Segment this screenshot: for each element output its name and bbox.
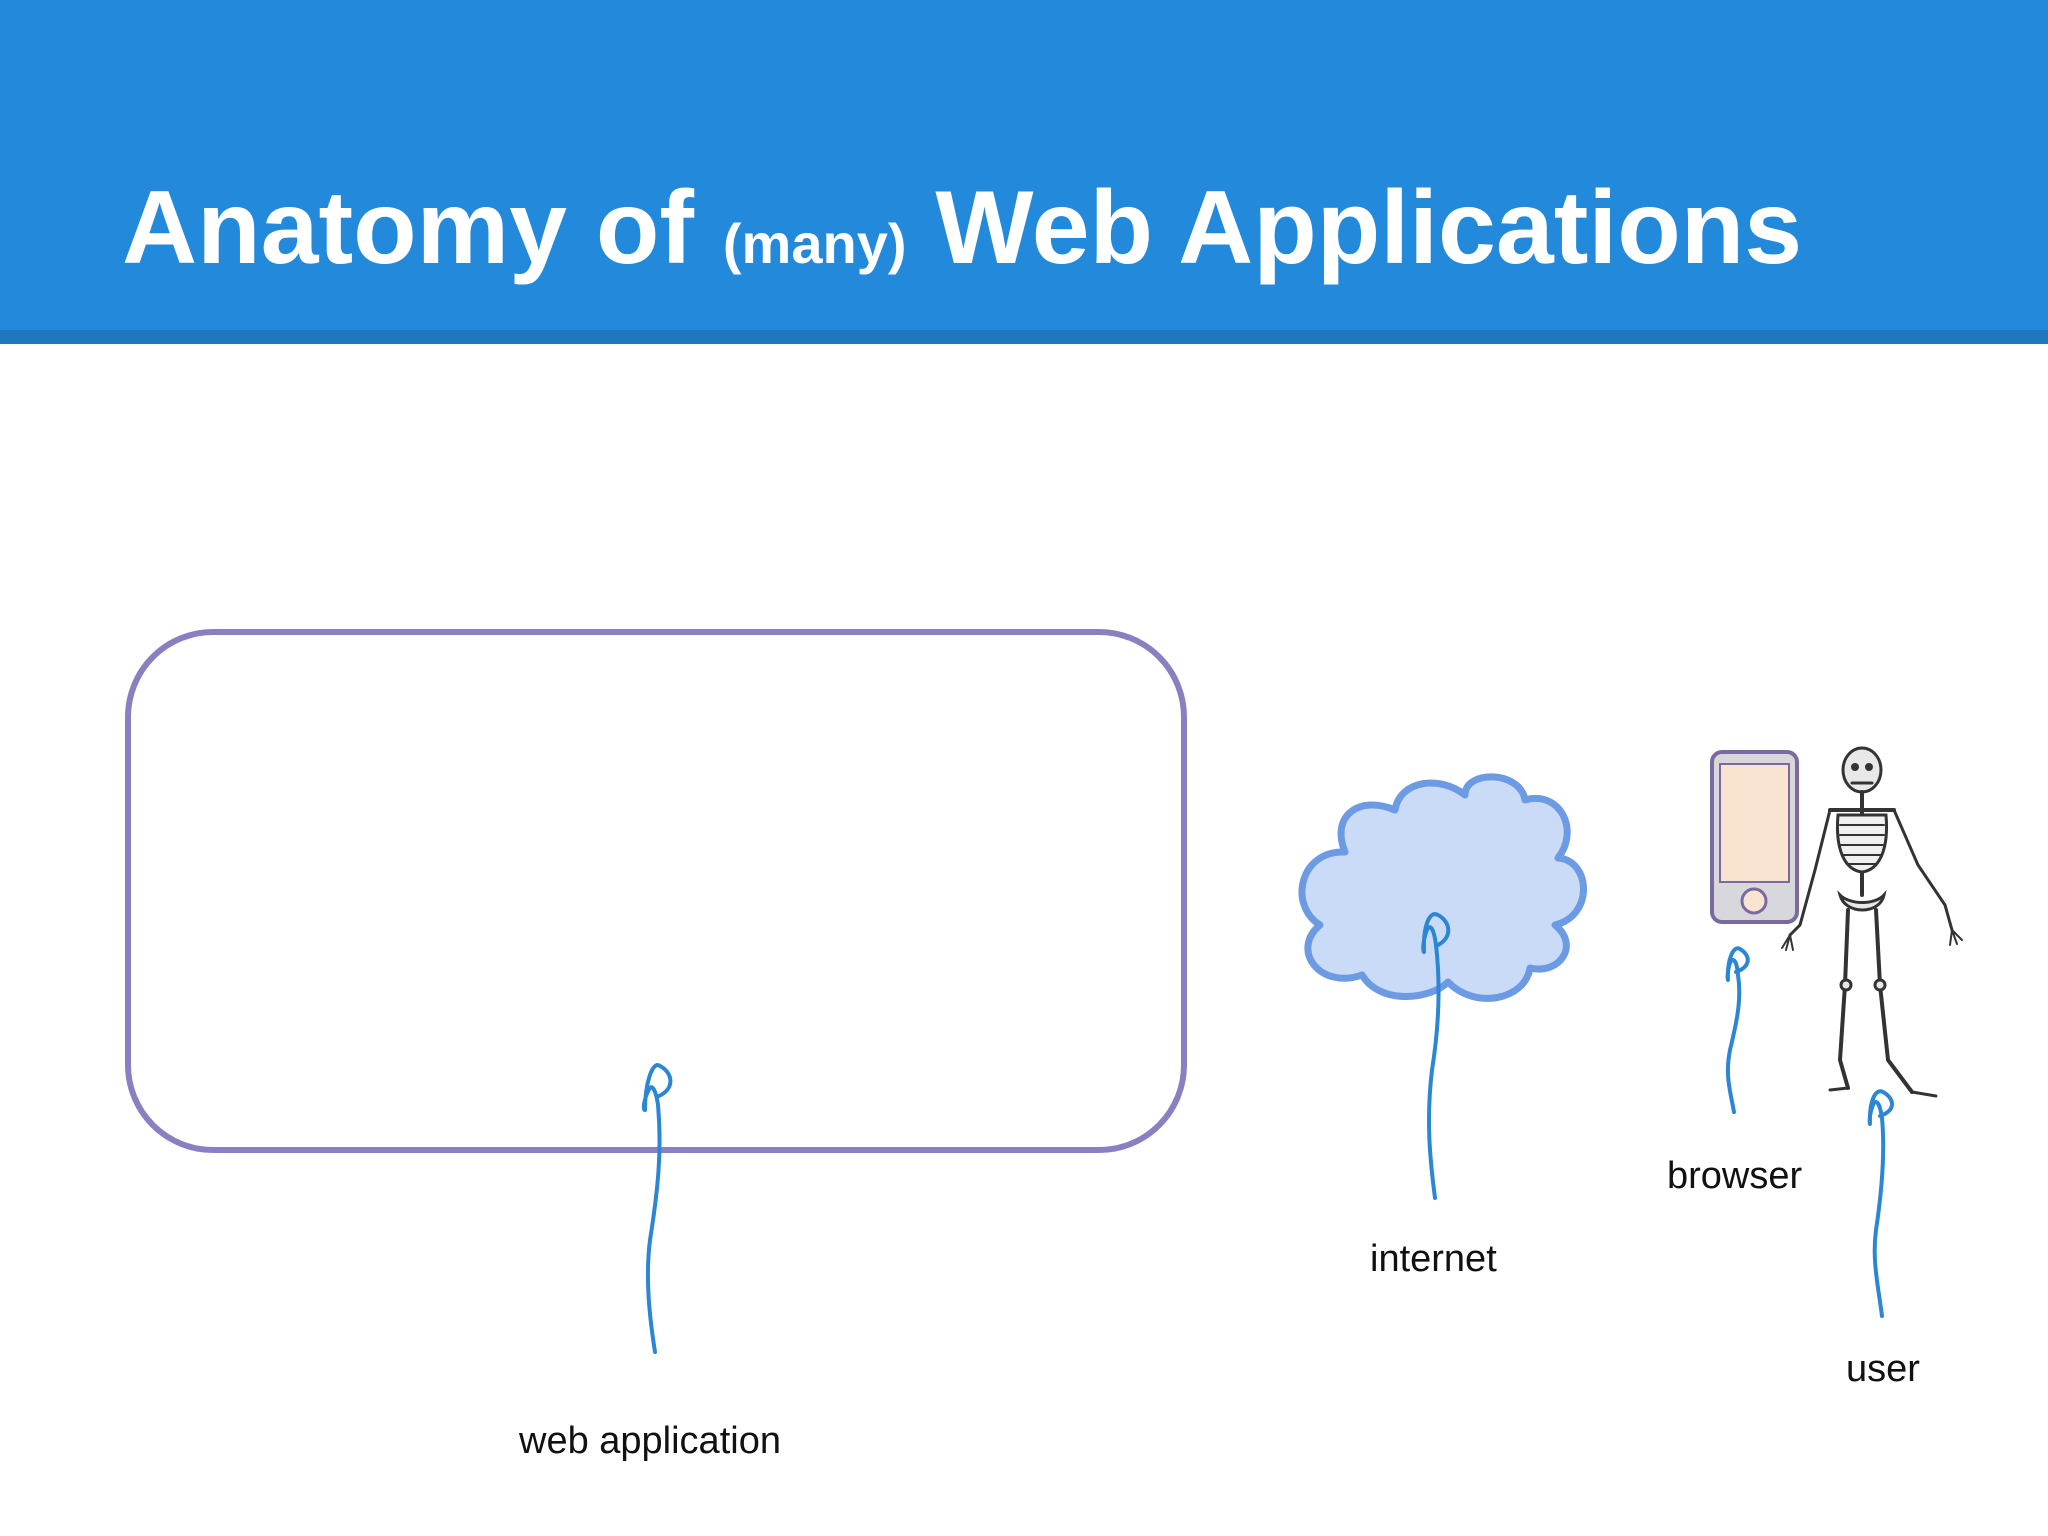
arrow-browser <box>1725 946 1750 1114</box>
user-label: user <box>1846 1348 1920 1390</box>
skeleton-icon <box>1781 746 1963 1098</box>
title-part-2: Web Applications <box>935 170 1803 286</box>
arrows <box>641 912 1894 1354</box>
browser-label: browser <box>1667 1155 1803 1197</box>
title-part-1: Anatomy of <box>122 170 694 286</box>
phone-icon <box>1710 750 1799 924</box>
title-small: (many) <box>722 212 907 275</box>
arrow-internet <box>1421 912 1451 1200</box>
cloud-icon <box>1298 773 1587 1002</box>
web-application-label: web application <box>519 1420 781 1462</box>
title-bar-rule <box>0 330 2048 344</box>
title-bar <box>0 0 2048 330</box>
arrow-web-application <box>641 1063 673 1354</box>
slide-title: Anatomy of (many) Web Applications <box>122 176 1802 280</box>
arrow-user <box>1867 1089 1894 1318</box>
web-application-box <box>125 629 1187 1153</box>
internet-label: internet <box>1370 1238 1497 1280</box>
